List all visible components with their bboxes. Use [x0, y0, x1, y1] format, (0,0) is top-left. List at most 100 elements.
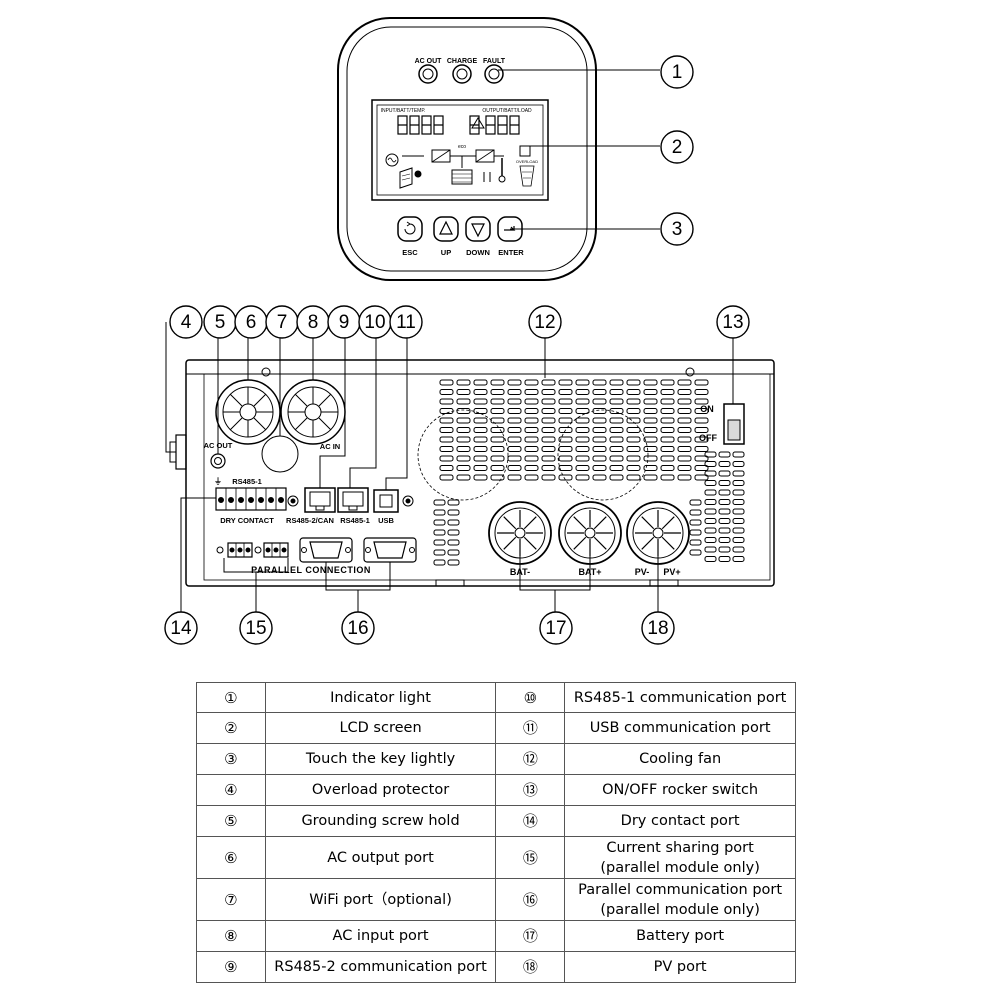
vent-slot: [473, 446, 488, 452]
legend-right-desc: RS485-1 communication port: [564, 682, 796, 713]
vent-slot: [643, 474, 658, 481]
vent-slot: [732, 518, 745, 524]
vent-slot: [732, 527, 745, 534]
callout-6: 6: [234, 305, 268, 339]
rs485-1-port: [337, 487, 369, 513]
vent-slot: [660, 417, 675, 424]
dc-terminals: [488, 501, 690, 565]
vent-slot: [490, 465, 505, 471]
vent-slot: [439, 389, 454, 395]
callout-9: 9: [327, 305, 361, 339]
vent-slot: [592, 427, 607, 433]
vent-slot: [694, 465, 709, 471]
legend-left-desc: Indicator light: [264, 682, 497, 713]
callout-number: 4: [181, 312, 192, 333]
vent-slot: [507, 436, 522, 443]
ground-symbol: ⏚: [214, 477, 222, 486]
vent-slot: [732, 470, 745, 477]
vent-slot: [592, 389, 607, 395]
vent-slot: [689, 529, 702, 536]
callout-18: 18: [641, 611, 675, 645]
pv-plus-label: PV+: [663, 567, 680, 577]
vent-slot: [490, 427, 505, 433]
vent-slot: [558, 455, 573, 462]
legend-left-num: ⑤: [196, 805, 266, 837]
vent-slot: [439, 474, 454, 481]
on-off-rocker-switch: [723, 403, 745, 445]
vent-slot: [541, 427, 556, 433]
vent-slot: [592, 474, 607, 481]
vent-slot: [694, 436, 709, 443]
vent-slot: [660, 389, 675, 395]
indicator-label-fault: FAULT: [483, 58, 506, 65]
legend-left-desc: AC output port: [264, 836, 497, 879]
vent-slot: [447, 509, 460, 516]
legend-left-num: ③: [196, 743, 266, 775]
vent-slot: [643, 398, 658, 405]
vent-slot: [732, 461, 745, 467]
vent-slot: [609, 379, 624, 386]
vent-slot: [524, 474, 539, 481]
vent-slot: [433, 559, 446, 566]
vent-slot: [541, 446, 556, 452]
vent-slot: [626, 417, 641, 424]
vent-slot: [694, 379, 709, 386]
vent-slot: [677, 436, 692, 443]
vent-slot: [575, 436, 590, 443]
touch-keys: [397, 216, 523, 242]
vent-slot: [433, 519, 446, 526]
vent-slot: [507, 398, 522, 405]
vent-slot: [626, 408, 641, 414]
callout-4: 4: [169, 305, 203, 339]
vent-slot: [718, 470, 731, 477]
vent-slot: [541, 417, 556, 424]
vent-slot: [575, 398, 590, 405]
usb-port: [373, 489, 399, 513]
callout-number: 17: [545, 618, 566, 639]
vent-slot: [704, 489, 717, 496]
callout-number: 14: [170, 618, 192, 639]
vent-slot: [439, 427, 454, 433]
vent-slot: [558, 474, 573, 481]
vent-slot: [490, 455, 505, 462]
vent-slot: [575, 446, 590, 452]
vent-slot: [609, 446, 624, 452]
legend-right-num: ⑩: [495, 682, 566, 713]
lcd-right-header: OUTPUT/BATT/LOAD: [482, 108, 532, 114]
button-label-down: DOWN: [466, 248, 490, 257]
vent-slot: [541, 455, 556, 462]
vent-slot: [694, 427, 709, 433]
vent-slot: [643, 389, 658, 395]
vent-slot: [456, 436, 471, 443]
vent-slot: [575, 408, 590, 414]
callout-16: 16: [341, 611, 375, 645]
vent-slot: [643, 465, 658, 471]
vent-slot: [456, 398, 471, 405]
vent-slot: [507, 408, 522, 414]
vent-slot: [447, 539, 460, 546]
vent-slot: [660, 398, 675, 405]
vent-slot: [541, 389, 556, 395]
vent-slot: [541, 474, 556, 481]
vent-slot: [592, 398, 607, 405]
vent-slot: [609, 417, 624, 424]
vent-slot: [456, 446, 471, 452]
vent-slot: [490, 436, 505, 443]
vent-slot: [660, 455, 675, 462]
vent-slot: [541, 379, 556, 386]
vent-slot: [473, 427, 488, 433]
vent-slot: [473, 417, 488, 424]
usb-label: USB: [378, 516, 394, 525]
vent-slot: [490, 474, 505, 481]
indicator-lights: [418, 64, 504, 84]
ac-in-label: AC IN: [320, 442, 340, 451]
vent-slot: [507, 427, 522, 433]
vent-slot: [704, 470, 717, 477]
vent-slot: [718, 451, 731, 458]
vent-slot: [507, 379, 522, 386]
vent-slot: [643, 427, 658, 433]
legend-left-desc: WiFi port（optional): [264, 878, 497, 921]
